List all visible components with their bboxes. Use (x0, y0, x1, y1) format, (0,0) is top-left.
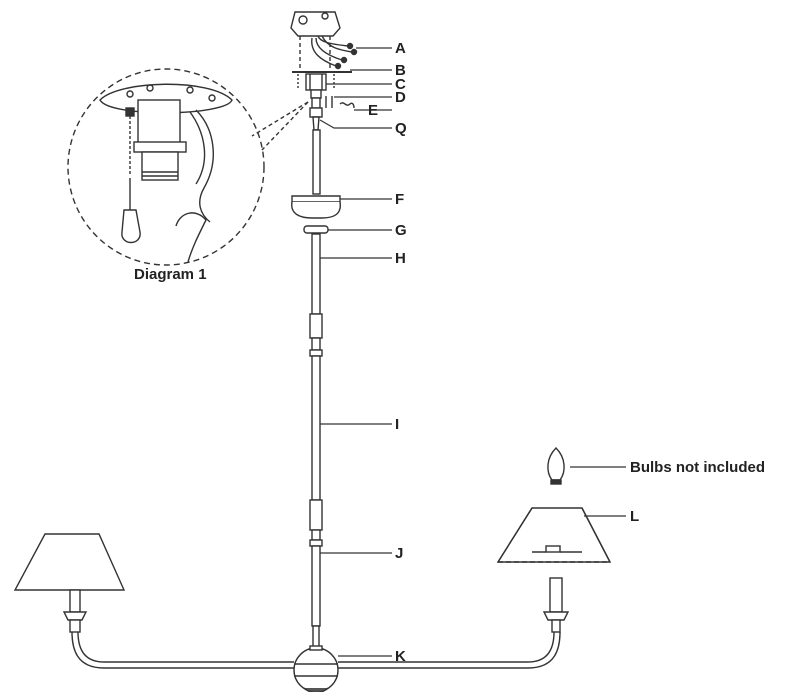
screw-collar-q (309, 107, 323, 131)
part-labels: A B C D E Q F G H I J K L Bulbs not incl… (368, 40, 765, 665)
bulb (547, 447, 565, 485)
bulbs-note: Bulbs not included (630, 459, 765, 476)
left-socket (62, 589, 88, 633)
stem-h (309, 233, 323, 351)
mounting-screws (325, 96, 333, 108)
label-i: I (395, 416, 399, 433)
arms (71, 631, 561, 669)
label-q: Q (395, 120, 407, 137)
label-c: C (395, 76, 406, 93)
junction-box (290, 11, 341, 68)
label-j: J (395, 545, 403, 562)
stem-j (309, 529, 323, 649)
detail-callout-lines (251, 101, 309, 151)
label-k: K (395, 648, 406, 665)
label-f: F (395, 191, 404, 208)
label-d: D (395, 89, 406, 106)
diagram-1-caption: Diagram 1 (134, 266, 207, 283)
right-socket (542, 577, 570, 633)
leader-lines (319, 47, 626, 657)
downrod-upper (312, 129, 321, 195)
label-l: L (630, 508, 639, 525)
crossbar-bracket (305, 73, 327, 109)
ring-g (303, 225, 329, 234)
label-h: H (395, 250, 406, 267)
canopy-f (291, 195, 341, 219)
mounting-plate (292, 71, 352, 88)
stem-i (309, 349, 323, 531)
left-shade (13, 533, 126, 591)
label-b: B (395, 62, 406, 79)
label-a: A (395, 40, 406, 57)
body-ball-k (293, 645, 339, 694)
label-g: G (395, 222, 407, 239)
detail-circle (67, 68, 265, 266)
hook-part (339, 102, 355, 109)
supply-wires (311, 35, 358, 70)
label-e: E (368, 102, 378, 119)
right-shade-l (496, 507, 612, 563)
